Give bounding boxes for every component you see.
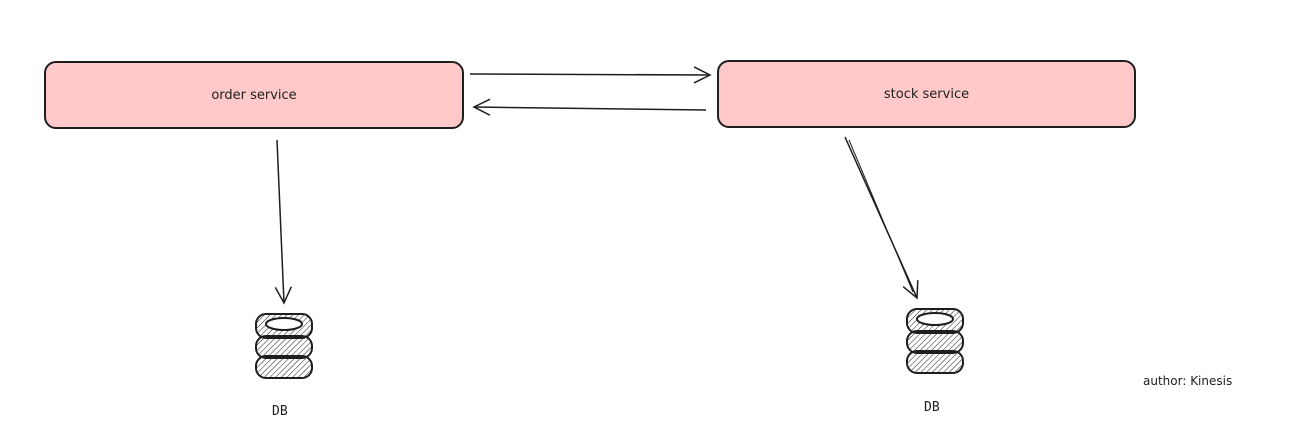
stock-service-label: stock service [883,86,970,102]
db-left-label: DB [272,404,288,419]
arrow-order-to-db [274,139,292,305]
arrow-order-to-stock [469,66,712,84]
arrow-stock-to-order [472,98,707,116]
order-service-label: order service [211,87,297,103]
author-label: author: Kinesis [1143,374,1233,388]
stock-service-box[interactable]: stock service [717,60,1136,128]
arrow-stock-to-db [844,136,919,300]
order-service-box[interactable]: order service [44,61,464,129]
arrow-stock-to-db-sketch [848,139,914,293]
database-icon [906,308,964,374]
database-icon [255,313,313,379]
db-right-label: DB [924,400,940,415]
